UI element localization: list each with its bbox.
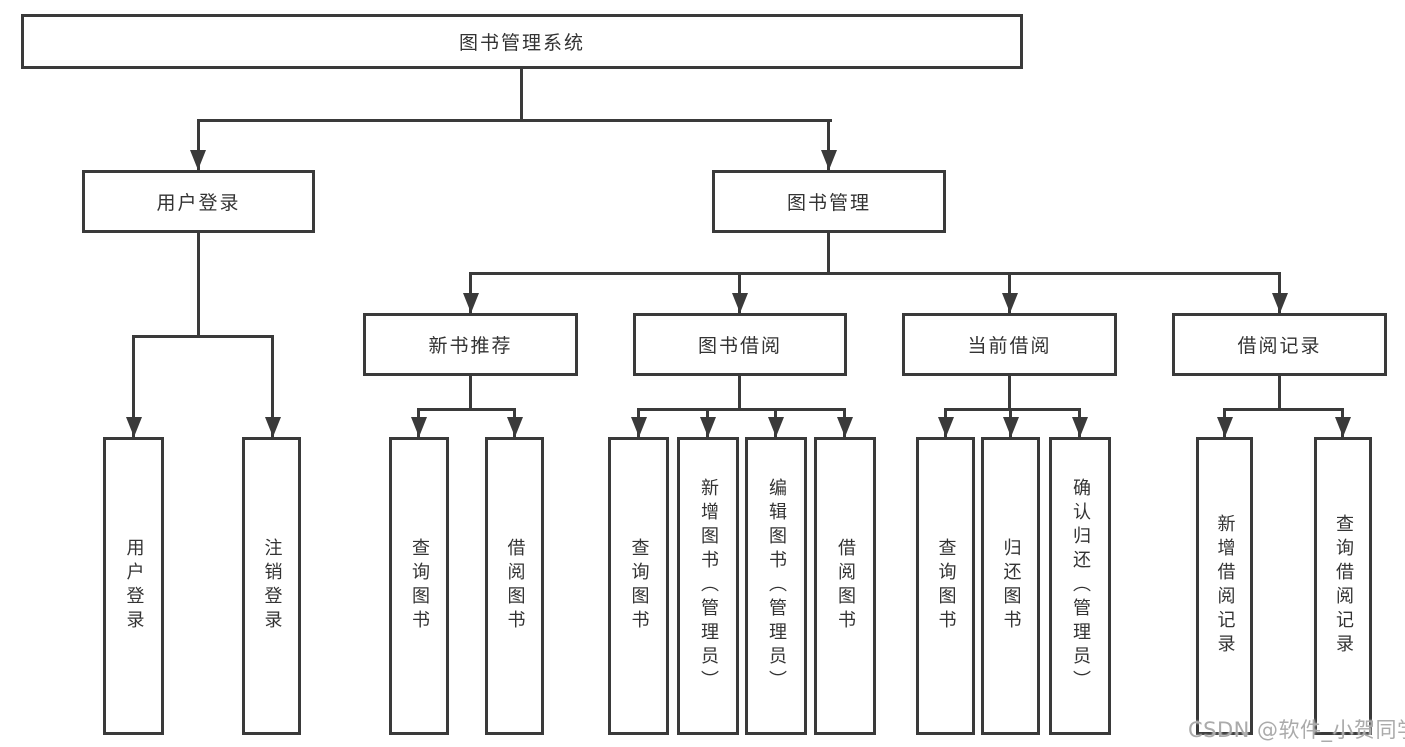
leaf-edit-book-admin: 编辑图书（管理员）	[745, 437, 807, 735]
arrow-down-icon	[411, 417, 427, 437]
leaf-query-books-recommend: 查询图书	[389, 437, 449, 735]
connector-fanD-rail	[1223, 408, 1344, 411]
connector-root-stem	[520, 69, 523, 119]
node-label: 用户登录	[156, 192, 241, 214]
arrow-down-icon	[463, 293, 479, 313]
node-label: 借阅记录	[1237, 335, 1322, 357]
connector-drop-book-management	[827, 119, 830, 170]
arrow-down-icon	[507, 417, 523, 437]
leaf-label: 查询借阅记录	[1333, 514, 1354, 658]
leaf-query-borrow-record: 查询借阅记录	[1314, 437, 1372, 735]
node-root-library-system: 图书管理系统	[21, 14, 1023, 69]
connector-fanD-stem	[1278, 376, 1281, 408]
connector-fanA-rail	[417, 408, 516, 411]
connector-drop-current-borrow	[1008, 272, 1011, 313]
leaf-label: 查询图书	[935, 538, 957, 634]
connector-user-login-rail	[132, 335, 274, 338]
arrow-down-icon	[732, 293, 748, 313]
leaf-borrow-books-recommend: 借阅图书	[485, 437, 544, 735]
arrow-down-icon	[768, 417, 784, 437]
leaf-add-borrow-record: 新增借阅记录	[1196, 437, 1253, 735]
leaf-user-login: 用户登录	[103, 437, 164, 735]
arrow-down-icon	[1002, 293, 1018, 313]
leaf-label: 新增借阅记录	[1214, 514, 1236, 658]
arrow-down-icon	[700, 417, 716, 437]
connector-drop-leaf-login	[132, 335, 135, 437]
connector-fanB-stem	[738, 376, 741, 408]
connector-fanC-stem	[1008, 376, 1011, 408]
arrow-down-icon	[821, 150, 837, 170]
csdn-watermark: CSDN @软件_小贺同学	[1188, 718, 1405, 742]
connector-level2-rail	[469, 272, 1281, 275]
leaf-label: 借阅图书	[504, 538, 526, 634]
node-label: 图书借阅	[697, 335, 782, 357]
node-label: 新书推荐	[428, 335, 513, 357]
node-book-management: 图书管理	[712, 170, 946, 233]
node-new-book-recommend: 新书推荐	[363, 313, 578, 376]
connector-fanC-rail	[944, 408, 1081, 411]
leaf-query-books-borrow: 查询图书	[608, 437, 669, 735]
leaf-label: 用户登录	[123, 538, 145, 634]
arrow-down-icon	[938, 417, 954, 437]
leaf-label: 借阅图书	[835, 538, 856, 634]
node-label: 图书管理	[786, 192, 871, 214]
leaf-label: 查询图书	[409, 538, 430, 634]
arrow-down-icon	[1072, 417, 1088, 437]
leaf-confirm-return-admin: 确认归还（管理员）	[1049, 437, 1111, 735]
leaf-borrow-books-borrow: 借阅图书	[814, 437, 876, 735]
arrow-down-icon	[126, 417, 142, 437]
arrow-down-icon	[631, 417, 647, 437]
node-current-borrow: 当前借阅	[902, 313, 1117, 376]
arrow-down-icon	[1272, 293, 1288, 313]
arrow-down-icon	[1217, 417, 1233, 437]
leaf-label: 查询图书	[628, 538, 650, 634]
leaf-query-books-current: 查询图书	[916, 437, 975, 735]
leaf-add-book-admin: 新增图书（管理员）	[677, 437, 739, 735]
connector-drop-new-book	[469, 272, 472, 313]
connector-level1-rail	[197, 119, 832, 122]
leaf-label: 注销登录	[261, 538, 283, 634]
leaf-label: 编辑图书（管理员）	[766, 478, 787, 694]
arrow-down-icon	[190, 150, 206, 170]
connector-fanA-stem	[469, 376, 472, 408]
connector-book-management-stem	[827, 233, 830, 274]
arrow-down-icon	[265, 417, 281, 437]
connector-drop-borrow-records	[1278, 272, 1281, 313]
node-book-borrow: 图书借阅	[633, 313, 847, 376]
leaf-label: 确认归还（管理员）	[1070, 478, 1091, 694]
leaf-label: 归还图书	[1000, 538, 1022, 634]
arrow-down-icon	[1003, 417, 1019, 437]
connector-fanB-rail	[637, 408, 846, 411]
arrow-down-icon	[837, 417, 853, 437]
connector-drop-book-borrow	[738, 272, 741, 313]
connector-drop-leaf-logout	[271, 335, 274, 437]
leaf-return-book: 归还图书	[981, 437, 1040, 735]
node-borrow-records: 借阅记录	[1172, 313, 1387, 376]
node-label: 当前借阅	[967, 335, 1052, 357]
connector-user-login-stem	[197, 233, 200, 335]
arrow-down-icon	[1335, 417, 1351, 437]
connector-drop-user-login	[197, 119, 200, 170]
node-label: 图书管理系统	[458, 32, 585, 54]
leaf-logout: 注销登录	[242, 437, 301, 735]
leaf-label: 新增图书（管理员）	[698, 478, 719, 694]
node-user-login: 用户登录	[82, 170, 315, 233]
